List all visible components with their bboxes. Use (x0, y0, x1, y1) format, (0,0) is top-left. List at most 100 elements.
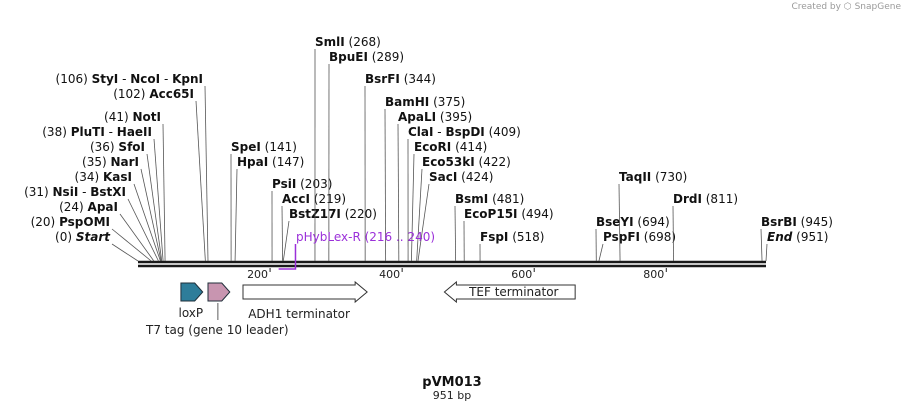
site-alt-name: HaeII (117, 125, 152, 139)
site-styi: (106) StyI - NcoI - KpnI (56, 72, 209, 262)
site-position: (945) (797, 215, 833, 229)
feature-tef: TEF terminator (443, 280, 576, 304)
site-pspfi: PspFI (698) (598, 230, 676, 262)
map-title: pVM013 951 bp (422, 375, 481, 402)
site-label: (106) StyI - NcoI - KpnI (56, 72, 203, 86)
feature-label: loxP (178, 306, 203, 320)
site-name: StyI (92, 72, 119, 86)
feature-arrow (242, 280, 368, 304)
site-leader-line (281, 205, 284, 262)
site-position: (289) (368, 50, 404, 64)
site-leader-line (234, 168, 238, 262)
site-label: DrdI (811) (673, 192, 738, 206)
site-leader-line (133, 183, 161, 262)
site-name: FspI (480, 230, 508, 244)
site-name: End (767, 230, 793, 244)
site-separator: - (105, 125, 117, 139)
features: loxP T7 tag (gene 10 leader) ADH1 terminat… (145, 280, 576, 337)
primer-label: pHybLex-R (216 .. 240) (296, 230, 435, 244)
feature-adh1: ADH1 terminator (242, 280, 368, 321)
site-name: Eco53kI (422, 155, 475, 169)
site-leader-line (760, 228, 763, 262)
site-nari: (35) NarI (82, 155, 162, 262)
site-pluti: (38) PluTI - HaeII (42, 125, 164, 262)
site-bpuei: BpuEI (289) (328, 50, 404, 262)
site-taqii: TaqII (730) (618, 170, 687, 262)
site-separator: - (433, 125, 445, 139)
axis-tick-label: 800 (643, 268, 664, 281)
restriction-sites: (0) Start(20) PspOMI(24) ApaI (31) NsiI -… (24, 35, 833, 262)
site-label: EcoP15I (494) (464, 207, 554, 221)
site-ecori: EcoRI (414) (410, 140, 487, 262)
site-sfoi: (36) SfoI (90, 140, 163, 262)
site-name: NotI (133, 110, 162, 124)
feature-t7: T7 tag (gene 10 leader) (145, 282, 289, 337)
backbone (138, 260, 766, 268)
site-name: PsiI (272, 177, 296, 191)
site-label: BsrFI (344) (365, 72, 436, 86)
site-alt-name: KpnI (172, 72, 203, 86)
feature-label: T7 tag (gene 10 leader) (145, 323, 289, 337)
site-name: AccI (282, 192, 310, 206)
site-label: Eco53kI (422) (422, 155, 511, 169)
site-leader-line (282, 220, 290, 262)
site-hpai: HpaI (147) (234, 155, 304, 262)
site-leader-line (111, 243, 139, 262)
axis-tick-label: 600 (511, 268, 532, 281)
site-name: HpaI (237, 155, 268, 169)
site-position: (31) (24, 185, 52, 199)
site-name: BsrBI (761, 215, 797, 229)
site-label: BpuEI (289) (329, 50, 404, 64)
primer-phyblex-r: pHybLex-R (216 .. 240) (278, 230, 435, 270)
site-end: End (951) (765, 230, 828, 262)
site-label: ClaI - BspDI (409) (408, 125, 521, 139)
site-name: EcoRI (414, 140, 451, 154)
site-name: SmlI (315, 35, 345, 49)
site-name: DrdI (673, 192, 702, 206)
site-name: ApaLI (398, 110, 436, 124)
site-position: (102) (113, 87, 149, 101)
site-position: (414) (451, 140, 487, 154)
site-alt-name: BspDI (445, 125, 484, 139)
site-bsrfi: BsrFI (344) (364, 72, 436, 262)
site-label: BsrBI (945) (761, 215, 833, 229)
feature-label: TEF terminator (468, 285, 558, 299)
site-name: NarI (110, 155, 139, 169)
site-clai: ClaI - BspDI (409) (407, 125, 521, 262)
site-label: PspFI (698) (603, 230, 676, 244)
site-name: PspOMI (59, 215, 110, 229)
site-name: NsiI (53, 185, 79, 199)
site-position: (20) (31, 215, 59, 229)
site-leader-line (153, 138, 164, 262)
plasmid-name: pVM013 (422, 375, 481, 390)
site-leader-line (140, 168, 162, 262)
site-position: (481) (488, 192, 524, 206)
snapgene-credit: Created by ⬡ SnapGene (791, 2, 901, 12)
site-label: TaqII (730) (619, 170, 687, 184)
site-leader-line (195, 100, 206, 262)
site-ecop15i: EcoP15I (494) (463, 207, 554, 262)
site-name: SpeI (231, 140, 261, 154)
site-name: BsrFI (365, 72, 400, 86)
site-separator: - (118, 72, 130, 86)
site-leader-line (146, 153, 163, 262)
site-name: PspFI (603, 230, 640, 244)
site-position: (422) (475, 155, 511, 169)
site-name: ApaI (88, 200, 118, 214)
site-label: SacI (424) (429, 170, 493, 184)
site-position: (694) (634, 215, 670, 229)
site-pspomi: (20) PspOMI (31, 215, 152, 262)
site-name: SacI (429, 170, 457, 184)
site-position: (951) (792, 230, 828, 244)
site-psii: PsiI (203) (271, 177, 332, 262)
site-bamhi: BamHI (375) (384, 95, 465, 262)
site-start: (0) Start (55, 230, 139, 262)
site-label: (0) Start (55, 230, 111, 244)
site-label: FspI (518) (480, 230, 545, 244)
site-position: (730) (651, 170, 687, 184)
site-leader-line (417, 183, 430, 262)
site-position: (24) (59, 200, 87, 214)
site-leader-line (454, 205, 457, 262)
